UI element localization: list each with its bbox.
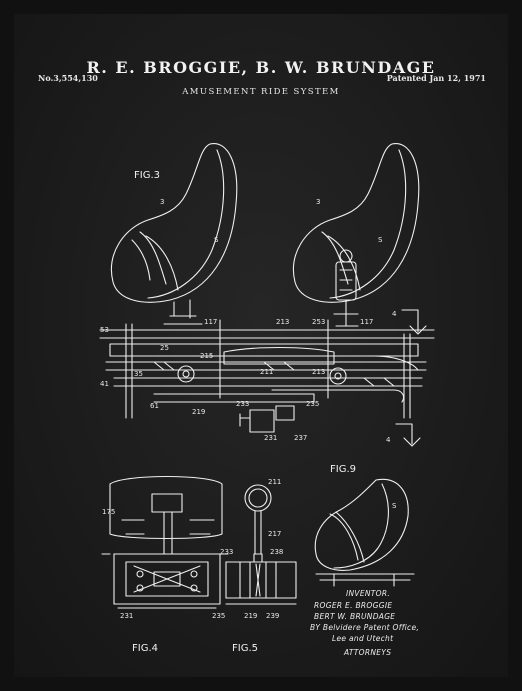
inventor-names: R. E. BROGGIE, B. W. BRUNDAGE (86, 58, 436, 77)
ref-4a: 4 (392, 310, 397, 318)
ref-f5-233: 233 (220, 548, 233, 556)
patent-title: AMUSEMENT RIDE SYSTEM (182, 87, 340, 97)
patent-date: Patented Jan 12, 1971 (386, 73, 486, 83)
seat-left-shell (111, 143, 238, 303)
fig3-drawing (99, 143, 435, 447)
attorneys-label: ATTORNEYS (343, 648, 391, 657)
attorney-firm: Lee and Utecht (332, 634, 394, 643)
ref-211: 211 (260, 368, 273, 376)
ref-f5-238: 238 (270, 548, 283, 556)
ref-s1: S (214, 236, 219, 244)
ref-233: 233 (236, 400, 249, 408)
roller-right (329, 367, 347, 385)
seat-left-rim (147, 149, 225, 299)
fig3-label: FIG.3 (134, 170, 160, 181)
seat-right-shell (293, 143, 420, 303)
ref-213: 213 (276, 318, 289, 326)
ref-f5-235: 235 (212, 612, 225, 620)
ref-35: 35 (134, 370, 143, 378)
annotations-layer: FIG.3 FIG.4 FIG.5 FIG.9 3 3 S S 117 117 … (100, 170, 419, 657)
ref-s2: S (378, 236, 383, 244)
ref-f5-217: 217 (268, 530, 281, 538)
ref-215: 215 (200, 352, 213, 360)
ref-53: 53 (100, 326, 109, 334)
fig9-label: FIG.9 (330, 464, 356, 475)
ref-41: 41 (100, 380, 109, 388)
ref-3b: 3 (316, 198, 320, 206)
roller-left (177, 365, 195, 383)
inventor-heading: INVENTOR. (346, 589, 390, 598)
ref-231: 231 (264, 434, 277, 442)
patent-drawing (99, 143, 435, 609)
ref-61: 61 (150, 402, 159, 410)
fig5-drawing (225, 484, 297, 605)
ref-f4-175: 175 (102, 508, 115, 516)
fig4-drawing (101, 476, 229, 609)
inventor-name-2: BERT W. BRUNDAGE (314, 612, 395, 621)
ref-25: 25 (160, 344, 169, 352)
ref-253: 253 (312, 318, 325, 326)
ref-117b: 117 (360, 318, 373, 326)
ref-213b: 213 (312, 368, 325, 376)
ref-3a: 3 (160, 198, 164, 206)
ref-f5-211: 211 (268, 478, 281, 486)
ref-4b: 4 (386, 436, 391, 444)
patent-poster: No.3,554,130 R. E. BROGGIE, B. W. BRUNDA… (14, 14, 508, 677)
ref-237: 237 (294, 434, 307, 442)
fig9-drawing (314, 478, 415, 587)
ref-f9-s: S (392, 502, 397, 510)
ref-117a: 117 (204, 318, 217, 326)
ref-f5-219: 219 (244, 612, 257, 620)
fig5-ring (244, 484, 272, 512)
patent-number: No.3,554,130 (38, 73, 98, 83)
ref-235: 235 (306, 400, 319, 408)
ref-f5-239: 239 (266, 612, 279, 620)
inventor-name-1: ROGER E. BROGGIE (314, 601, 392, 610)
ref-219: 219 (192, 408, 205, 416)
by-line: BY Belvidere Patent Office, (310, 623, 419, 632)
seat-right-rim (329, 149, 407, 299)
fig4-label: FIG.4 (132, 643, 158, 654)
ref-f4-231: 231 (120, 612, 133, 620)
fig5-label: FIG.5 (232, 643, 258, 654)
